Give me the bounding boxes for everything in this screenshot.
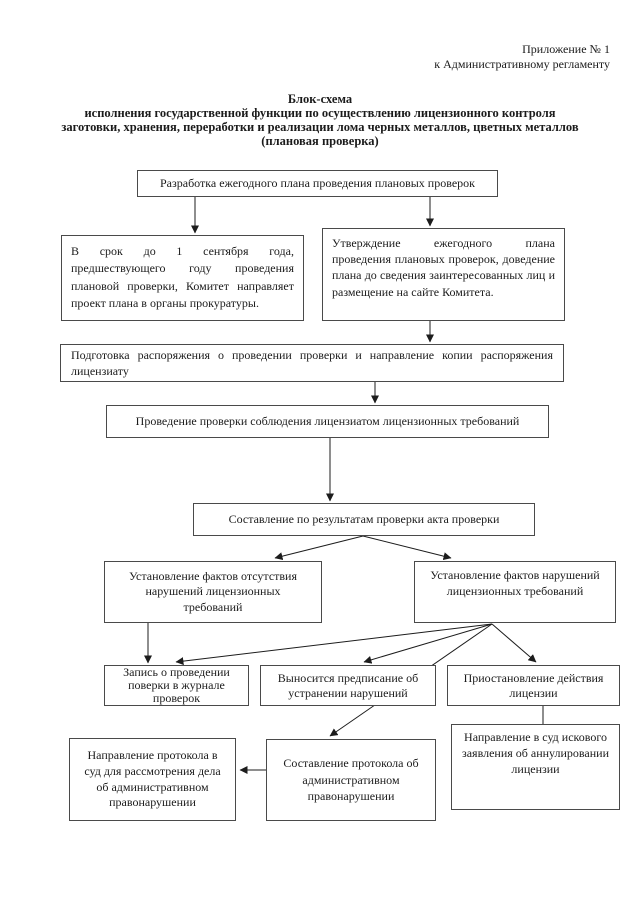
box-prepare-order: Подготовка распоряжения о проведении про… <box>60 344 564 382</box>
connector-act-to-violations <box>362 535 452 561</box>
connector-act-to-no-violations <box>274 535 364 561</box>
box-conduct-check: Проведение проверки соблюдения лицензиат… <box>106 405 549 438</box>
title-line-3: заготовки, хранения, переработки и реали… <box>61 120 579 134</box>
title-line-4: (плановая проверка) <box>261 134 379 148</box>
box-approve-annual-plan: Утверждение ежегодного плана проведения … <box>322 228 565 321</box>
appendix-line: Приложение № 1 <box>522 42 610 56</box>
document-title: Блок-схема исполнения государственной фу… <box>10 92 630 148</box>
connector-violations-to-prescription <box>363 623 493 664</box>
title-line-2: исполнения государственной функции по ос… <box>84 106 556 120</box>
box-draw-up-act: Составление по результатам проверки акта… <box>193 503 535 536</box>
box-send-plan-to-prosecutor: В срок до 1 сентября года, предшествующе… <box>61 235 304 321</box>
appendix-note: Приложение № 1 к Административному регла… <box>434 42 610 72</box>
connector-violations-to-suspend <box>491 623 537 663</box>
title-line-1: Блок-схема <box>287 92 353 106</box>
regulation-line: к Административному регламенту <box>434 57 610 71</box>
connector-violations-to-journal <box>175 623 493 666</box>
box-develop-annual-plan: Разработка ежегодного плана проведения п… <box>137 170 498 197</box>
